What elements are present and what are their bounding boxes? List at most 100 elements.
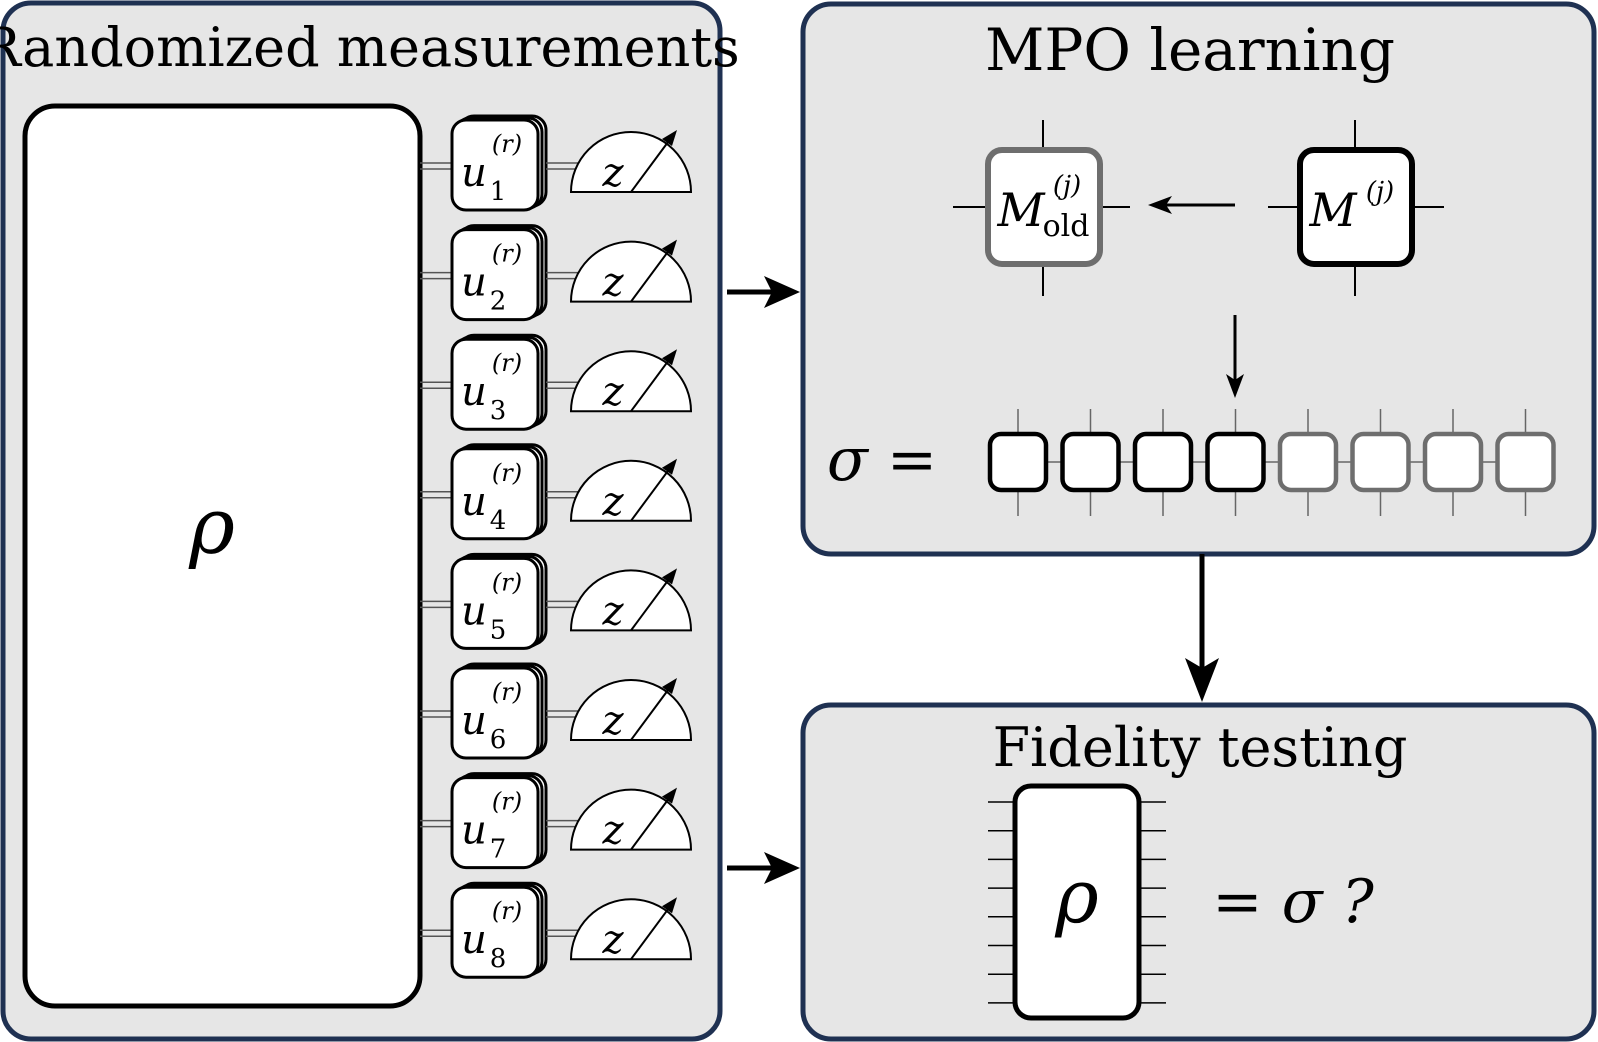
meter-needle-head	[662, 239, 677, 256]
unitary-symbol: u	[461, 369, 487, 415]
meter-icon	[569, 788, 693, 851]
m-old-symbol: M	[996, 183, 1046, 237]
unitary-symbol: u	[461, 260, 487, 306]
mps-tensor-learned	[1205, 431, 1266, 493]
unitary-box	[450, 556, 540, 650]
unitary-symbol: u	[461, 917, 487, 963]
unitary-superscript: (r)	[492, 678, 522, 706]
meter-label: z	[601, 588, 624, 634]
meter-needle-head	[662, 130, 677, 146]
meter-label: z	[601, 150, 624, 196]
unitary-box	[450, 666, 540, 760]
mps-chain	[987, 409, 1556, 516]
meter-needle	[630, 356, 672, 412]
m-new-symbol: M	[1308, 183, 1358, 237]
mpo-panel-frame	[800, 1, 1597, 557]
meter-icon	[569, 350, 693, 413]
meter-label: z	[601, 369, 624, 415]
unitary-subscript: 3	[490, 396, 507, 426]
fidelity-testing-panel: Fidelity testing ρ = σ ?	[800, 702, 1597, 1042]
meter-needle	[630, 575, 672, 631]
mps-tensor-pending	[1350, 431, 1411, 493]
unitary-subscript: 2	[490, 287, 507, 317]
mps-tensor-pending	[1495, 431, 1556, 493]
meter-needle	[630, 904, 672, 960]
mps-tensor-learned	[1132, 431, 1194, 493]
meter-icon	[569, 131, 693, 193]
meter-needle	[630, 247, 672, 303]
fidelity-rho-box	[1012, 783, 1142, 1021]
unitary-superscript: (r)	[492, 130, 522, 158]
fidelity-rho-label: ρ	[1054, 854, 1099, 940]
unitary-superscript: (r)	[492, 459, 522, 487]
sigma-equals-label: σ =	[827, 425, 937, 495]
mps-tensor-learned	[1060, 431, 1121, 493]
meter-icon	[569, 459, 693, 522]
m-new-tensor: M (j)	[1268, 120, 1444, 296]
m-old-tensor: M (j) old	[953, 120, 1130, 296]
unitary-box	[450, 447, 540, 541]
unitary-symbol: u	[461, 150, 487, 196]
unitary-subscript: 7	[490, 835, 507, 865]
fidelity-panel-frame	[800, 702, 1597, 1042]
unitary-superscript: (r)	[492, 788, 522, 816]
mps-tensor-pending	[1422, 431, 1484, 493]
qubit-row: u(r) 5 z	[420, 552, 693, 650]
mps-tensor-learned	[987, 431, 1049, 493]
unitary-superscript: (r)	[492, 240, 522, 268]
meter-needle	[630, 466, 672, 522]
meter-label: z	[601, 479, 624, 525]
meter-label: z	[601, 808, 624, 854]
arrow-to-fidelity-head	[764, 852, 800, 884]
m-old-subscript: old	[1043, 209, 1090, 244]
meter-needle-head	[662, 678, 677, 694]
m-new-superscript: (j)	[1366, 177, 1394, 207]
meter-needle	[630, 795, 672, 851]
qubit-row: u(r) 3 z	[420, 333, 693, 431]
flow-arrows	[727, 276, 1219, 884]
meter-needle-head	[662, 897, 677, 914]
unitary-symbol: u	[461, 698, 487, 744]
arrow-mpo-to-fidelity-head	[1185, 658, 1219, 702]
rho-state-label: ρ	[188, 482, 235, 572]
meter-needle	[630, 685, 672, 741]
meter-needle-head	[662, 458, 677, 475]
arrow-to-mpo-head	[764, 276, 800, 308]
unitary-box	[450, 337, 540, 431]
unitary-subscript: 4	[490, 506, 507, 536]
unitary-symbol: u	[461, 588, 487, 634]
unitary-box	[450, 118, 540, 212]
qubit-row: u(r) 4 z	[420, 443, 693, 541]
meter-label: z	[601, 260, 624, 306]
unitary-box	[450, 776, 540, 870]
unitary-symbol: u	[461, 479, 487, 525]
fidelity-panel-title: Fidelity testing	[993, 716, 1408, 779]
meter-icon	[569, 569, 693, 632]
unitary-superscript: (r)	[492, 349, 522, 377]
unitary-superscript: (r)	[492, 897, 522, 925]
randomized-panel-title: Randomized measurements	[0, 16, 740, 79]
mpo-panel-title: MPO learning	[985, 16, 1395, 84]
qubit-row: u(r) 6 z	[420, 662, 693, 760]
fidelity-rho-legs	[988, 801, 1166, 1004]
meter-label: z	[601, 698, 624, 744]
unitary-subscript: 6	[490, 725, 507, 755]
mpo-learning-panel: MPO learning M (j) old M (j)	[800, 1, 1597, 557]
meter-needle-head	[662, 787, 677, 804]
unitary-symbol: u	[461, 808, 487, 854]
unitary-box	[450, 228, 540, 322]
meter-needle	[630, 137, 672, 193]
qubit-row: u(r) 2 z	[420, 224, 693, 322]
update-arrowhead	[1148, 196, 1172, 214]
meter-needle-head	[662, 349, 677, 366]
rho-state-box	[22, 103, 423, 1009]
unitary-subscript: 5	[490, 615, 507, 645]
meter-icon	[569, 240, 693, 303]
fidelity-question: = σ ?	[1212, 867, 1374, 937]
unitary-superscript: (r)	[492, 568, 522, 596]
